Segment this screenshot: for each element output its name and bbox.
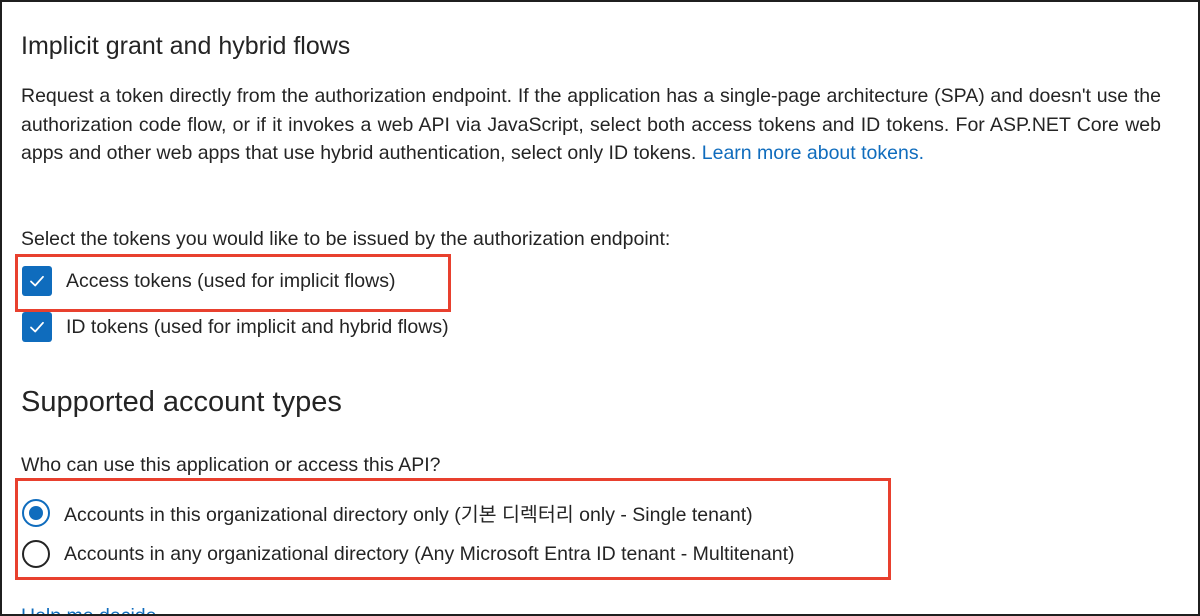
single-tenant-radio-button[interactable] xyxy=(22,498,50,527)
access-tokens-label: Access tokens (used for implicit flows) xyxy=(66,269,396,292)
access-tokens-checkbox-box[interactable] xyxy=(22,266,52,296)
multitenant-radio-button[interactable] xyxy=(22,540,50,568)
tokens-select-label: Select the tokens you would like to be i… xyxy=(21,228,671,250)
who-can-use-label: Who can use this application or access t… xyxy=(21,454,441,476)
single-tenant-radio[interactable]: Accounts in this organizational director… xyxy=(22,498,753,527)
access-tokens-checkbox[interactable]: Access tokens (used for implicit flows) xyxy=(22,266,395,296)
implicit-grant-description: Request a token directly from the author… xyxy=(21,82,1161,168)
checkmark-icon xyxy=(30,321,44,333)
multitenant-label: Accounts in any organizational directory… xyxy=(64,542,795,565)
id-tokens-label: ID tokens (used for implicit and hybrid … xyxy=(66,315,449,338)
multitenant-radio[interactable]: Accounts in any organizational directory… xyxy=(22,540,795,568)
help-me-decide-link[interactable]: Help me decide... xyxy=(21,605,173,616)
single-tenant-label: Accounts in this organizational director… xyxy=(64,504,753,526)
supported-account-types-title: Supported account types xyxy=(21,386,342,418)
learn-more-tokens-link[interactable]: Learn more about tokens. xyxy=(701,142,924,164)
description-text: Request a token directly from the author… xyxy=(21,85,1161,164)
id-tokens-checkbox[interactable]: ID tokens (used for implicit and hybrid … xyxy=(22,312,449,342)
implicit-grant-title: Implicit grant and hybrid flows xyxy=(21,32,351,60)
checkmark-icon xyxy=(30,275,44,287)
radio-selected-dot xyxy=(29,505,43,520)
id-tokens-checkbox-box[interactable] xyxy=(22,312,52,342)
